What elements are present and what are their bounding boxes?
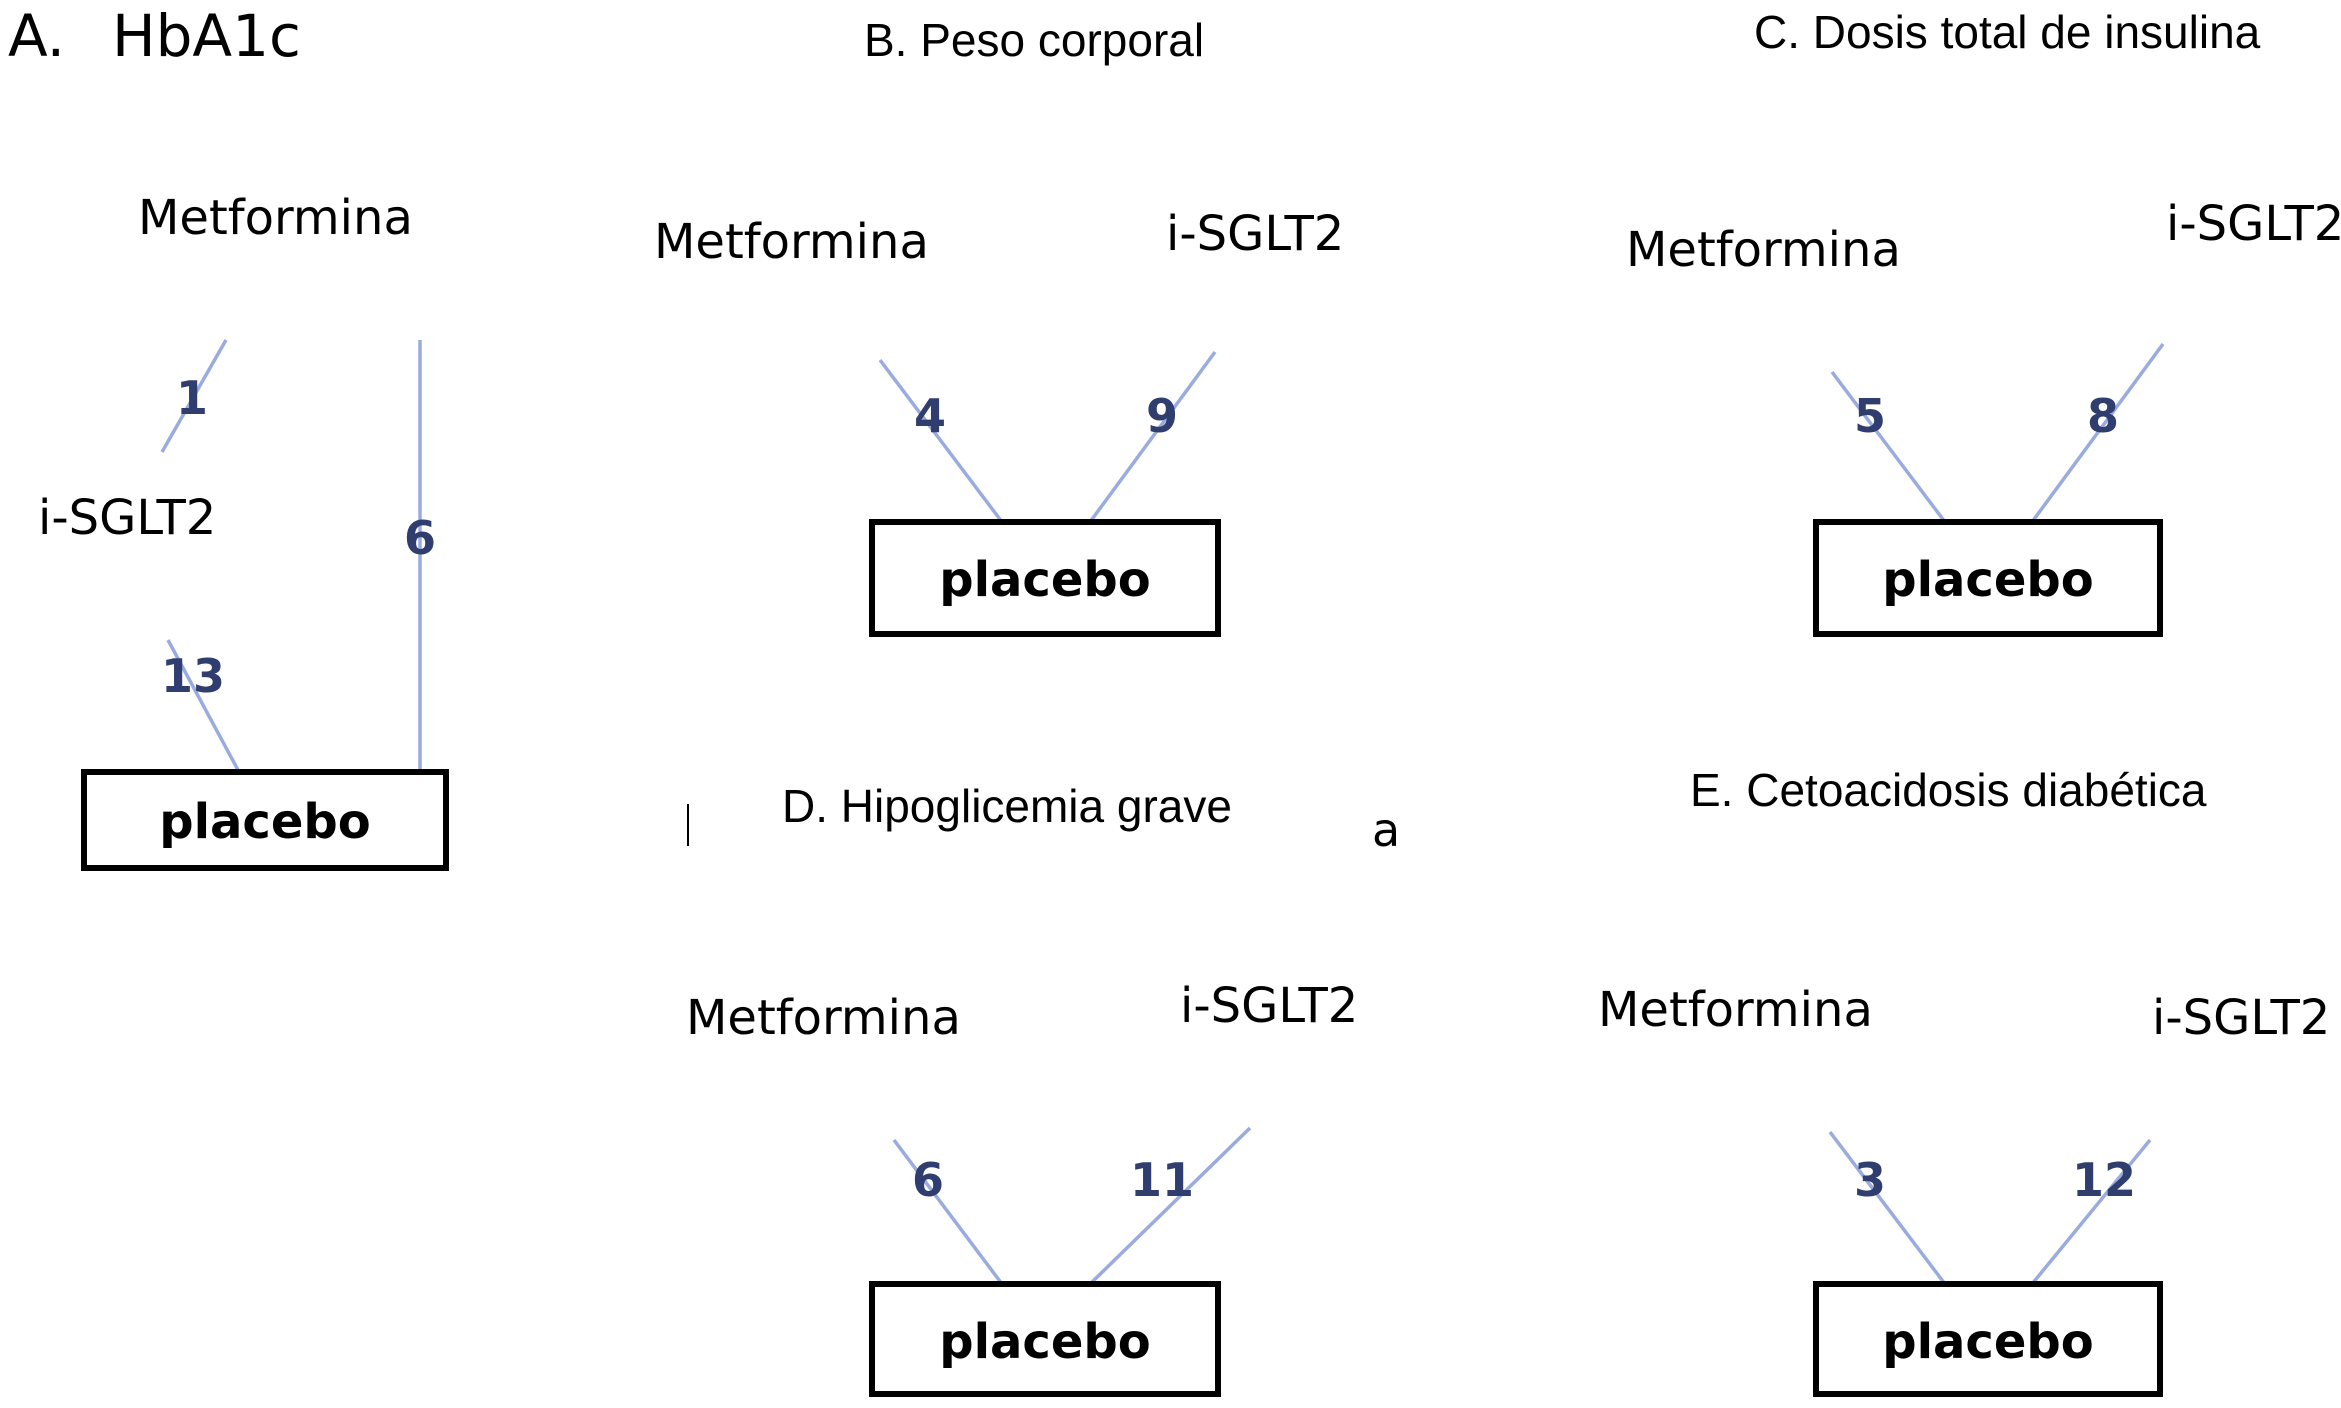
panel-a-title: HbA1c [112,2,301,70]
panel-c-title: C. Dosis total de insulina [1754,6,2261,58]
panel-d: D. Hipoglicemia grave a Metformina i-SGL… [686,780,1400,1397]
panel-b-placebo-label: placebo [939,552,1151,608]
panel-a-node-isglt2: i-SGLT2 [38,490,216,546]
panel-a-count-1: 1 [176,371,208,425]
panel-d-count-isglt2: 11 [1130,1153,1194,1207]
panel-e-count-metformina: 3 [1854,1153,1886,1207]
panel-b: B. Peso corporal Metformina i-SGLT2 4 9 … [654,14,1344,637]
panel-e-edge-metformina-placebo [1828,1130,1947,1286]
panel-c-node-metformina: Metformina [1626,222,1901,278]
panel-a-edge-isglt2-placebo [166,639,240,771]
panel-a-count-6: 6 [404,511,436,565]
panel-d-placebo-label: placebo [939,1314,1151,1370]
panel-e-count-isglt2: 12 [2072,1153,2136,1207]
panel-a-edge-metformina-isglt2 [160,339,228,453]
panel-d-node-isglt2: i-SGLT2 [1180,978,1358,1034]
panel-c-count-metformina: 5 [1854,389,1886,443]
panel-a-letter: A. [8,2,65,70]
panel-a-count-13: 13 [161,649,225,703]
panel-d-edge-metformina-placebo [892,1138,1004,1286]
panel-d-node-metformina: Metformina [686,990,961,1046]
panel-b-edge-metformina-placebo [878,358,1004,524]
panel-e-edge-isglt2-placebo [2030,1138,2152,1286]
panel-c: C. Dosis total de insulina Metformina i-… [1626,6,2341,637]
panel-d-count-metformina: 6 [912,1153,944,1207]
panel-b-count-metformina: 4 [914,389,946,443]
panel-e-node-isglt2: i-SGLT2 [2152,990,2330,1046]
panel-e-node-metformina: Metformina [1598,982,1873,1038]
panel-a-placebo-box [81,769,449,871]
panel-d-cropped-letter: a [1372,803,1400,857]
panel-d-placebo-box [869,1281,1221,1397]
panel-e-title: E. Cetoacidosis diabética [1690,764,2207,816]
panel-e: E. Cetoacidosis diabética Metformina i-S… [1598,764,2330,1397]
panel-a: A. HbA1c Metformina i-SGLT2 1 6 13 place… [8,2,449,871]
panel-c-count-isglt2: 8 [2087,389,2119,443]
panel-b-count-isglt2: 9 [1146,389,1178,443]
panel-b-edge-isglt2-placebo [1088,350,1217,524]
panel-c-placebo-box [1813,519,2163,637]
panel-c-node-isglt2: i-SGLT2 [2166,196,2341,252]
panel-c-placebo-label: placebo [1882,552,2094,608]
panel-b-node-isglt2: i-SGLT2 [1166,206,1344,262]
panel-a-placebo-label: placebo [159,794,371,850]
panel-c-edge-isglt2-placebo [2030,342,2165,524]
panel-e-placebo-label: placebo [1882,1314,2094,1370]
panel-d-title: D. Hipoglicemia grave [782,780,1232,832]
panel-b-node-metformina: Metformina [654,214,929,270]
panel-d-edge-isglt2-placebo [1088,1126,1252,1286]
panel-c-edge-metformina-placebo [1830,370,1947,524]
panel-b-placebo-box [869,519,1221,637]
panel-e-placebo-box [1813,1281,2163,1397]
panel-b-title: B. Peso corporal [864,14,1204,66]
panel-a-node-metformina: Metformina [138,190,413,246]
